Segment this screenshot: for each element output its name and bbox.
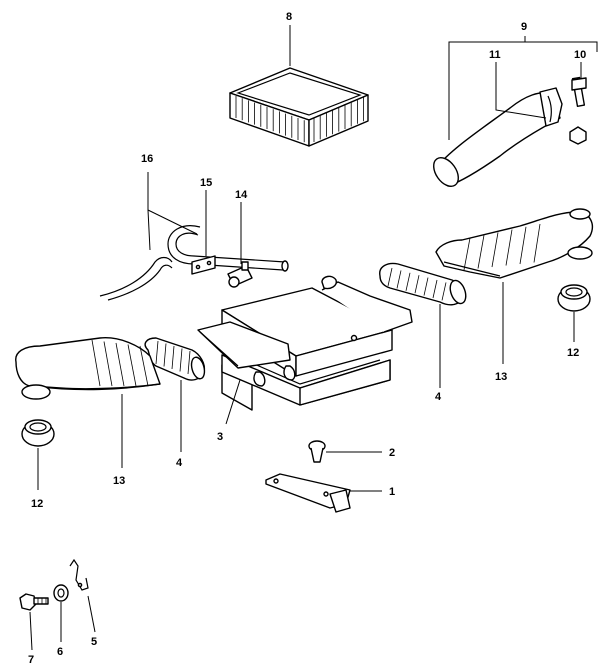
hatch-line [127,344,137,387]
grommet-left [21,419,55,447]
intake-duct-assembly [432,76,587,188]
callout-15: 15 [200,177,212,189]
hatch-line [163,343,167,367]
callout-8: 8 [286,11,292,23]
mounting-bracket [265,473,351,513]
callout-14: 14 [235,189,248,201]
air-cleaner-housing [197,275,413,411]
hatch-line [91,339,101,387]
hatch-line [139,345,149,387]
washer [53,584,69,602]
hatch-line [115,342,125,387]
hatch-line [533,223,541,263]
breather-hose [99,225,289,301]
connecting-boot-right [379,262,467,306]
hatch-line [396,270,402,289]
callout-16: 16 [141,153,153,165]
callout-10: 10 [574,49,586,61]
callout-4a: 4 [176,457,183,469]
hex-bolt [19,593,49,611]
callout-12b: 12 [567,347,579,359]
leader-5 [87,595,96,633]
callout-4b: 4 [435,391,442,403]
callout-13b: 13 [495,371,507,383]
hatch-line [491,232,499,268]
callout-7: 7 [28,654,34,665]
hatch-line [171,345,175,370]
rubber-plug [308,440,326,463]
hatch-line [387,267,393,287]
hatch-line [187,350,191,375]
callout-13a: 13 [113,475,125,487]
callout-6: 6 [57,646,63,658]
intake-snorkel-right [435,208,594,279]
callout-11: 11 [489,49,501,61]
callout-3: 3 [217,431,223,443]
intake-snorkel-left [15,337,161,400]
hatch-line [432,279,438,299]
hatch-line [405,272,411,291]
callout-9: 9 [521,21,527,33]
hatch-line [519,226,527,265]
leader-11 [495,62,547,119]
callout-5: 5 [91,636,97,648]
hose-bracket [191,255,216,275]
hatch-line [103,341,113,387]
hatch-line [505,229,513,266]
callout-2: 2 [389,447,395,459]
hatch-line [441,282,447,301]
grommet-right [557,284,591,312]
air-filter-element [229,67,369,147]
leader-7 [29,611,33,651]
hatch-line [179,348,183,372]
bracket-9 [448,41,598,140]
hatch-line [463,237,471,271]
retaining-clip [69,558,89,591]
callout-1: 1 [389,486,395,498]
leader-16b [147,209,198,235]
hatch-line [423,277,429,296]
callout-12a: 12 [31,498,43,510]
leader-3 [225,379,241,425]
hatch-line [414,275,420,294]
hatch-line [155,340,159,365]
check-valve [227,261,253,288]
hatch-line [477,235,485,269]
